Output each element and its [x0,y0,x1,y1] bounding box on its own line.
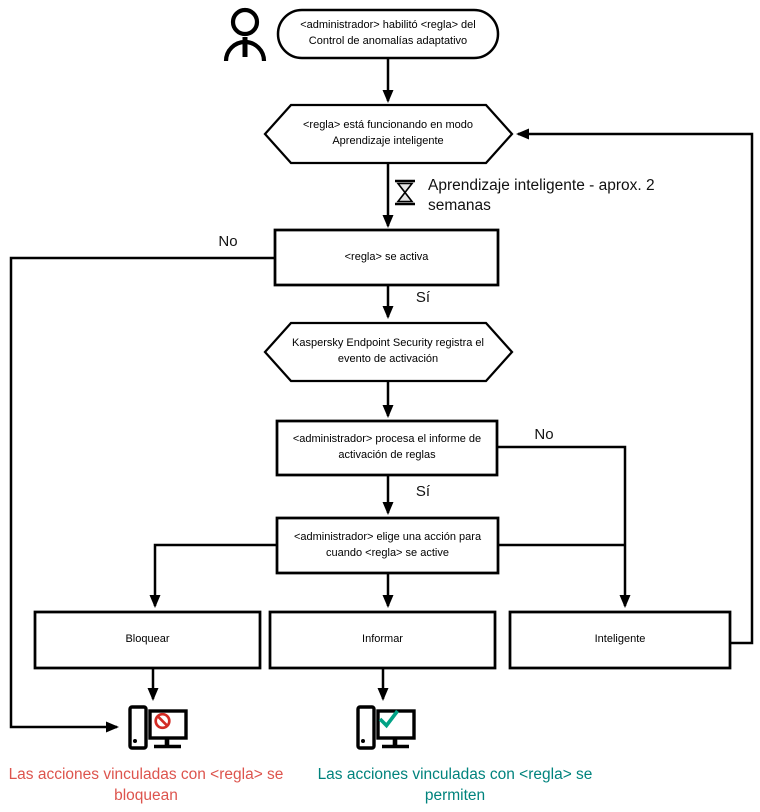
edge-smart-loop-back [516,128,754,645]
inform-node-label: Informar [362,633,403,646]
edge-label-yes-trigger: Sí [415,289,431,307]
outcome-blocked-text: Las acciones vinculadas con <regla> se b… [8,766,284,804]
pc-tower [128,705,148,750]
edge-label-yes-report: Sí [415,483,431,501]
prohibited-icon [154,712,171,730]
edge-label-no-report: No [534,426,554,444]
report-review-node-label: <administrador> procesa el informe de ac… [292,433,482,461]
smart-node-label: Inteligente [594,633,646,646]
choose-action-node-label: <administrador> elige una acción para cu… [293,530,482,559]
choose-action-node-shape [275,516,500,575]
pc-tower [356,705,376,750]
report-review-node-shape [275,419,499,477]
hourglass-icon [395,179,415,206]
inform-node-shape [268,610,497,670]
event-logged-node-shape [263,321,514,383]
pc-tower-light [361,739,365,743]
computer-blocked-icon [128,705,188,750]
smart-node-shape [508,610,732,670]
edge-choose-to-block [149,543,277,608]
block-node-label: Bloquear [125,633,170,646]
edge-no-to-blocked-pc [9,256,275,733]
block-node-shape [33,610,262,670]
computer-allowed-icon [356,705,416,750]
smart-mode-node-label: <regla> está funcionando en modo Aprendi… [302,119,474,147]
training-duration-note: Aprendizaje inteligente - aprox. 2 seman… [428,177,655,215]
flow-node-shapes [33,8,732,670]
flow-connectors [9,58,754,733]
outcome-allowed-text: Las acciones vinculadas con <regla> se p… [317,766,593,804]
start-node-label: <administrador> habilitó <regla> del Con… [300,19,476,47]
edge-label-no-trigger: No [218,233,238,251]
checkmark-icon [378,709,399,729]
smart-mode-node-shape [263,103,514,165]
rule-triggers-node-shape [273,228,500,287]
edge-no-to-smart-action [497,445,631,608]
rule-triggers-node-label: <regla> se activa [344,250,429,263]
event-logged-node-label: Kaspersky Endpoint Security registra el … [292,337,484,365]
pc-tower-light [133,739,137,743]
user-icon [223,7,267,62]
start-node-shape [276,8,500,60]
